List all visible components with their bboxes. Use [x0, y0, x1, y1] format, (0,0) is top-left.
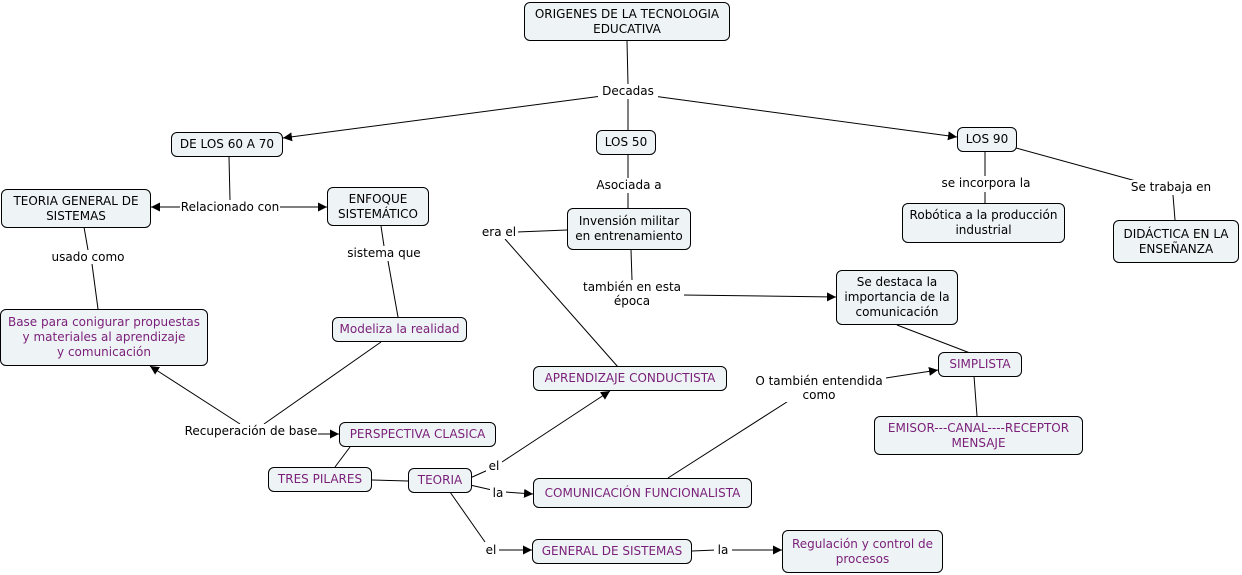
concept-robotica[interactable]: Robótica a la producción industrial — [902, 203, 1065, 243]
concept-se-destaca[interactable]: Se destaca la importancia de la comunica… — [836, 270, 958, 325]
concept-teoria[interactable]: TEORIA — [408, 468, 472, 493]
concept-perspectiva-clasica[interactable]: PERSPECTIVA CLASICA — [339, 422, 496, 447]
concept-de-los-60-a-70[interactable]: DE LOS 60 A 70 — [171, 132, 283, 157]
concept-enfoque-sistematico[interactable]: ENFOQUE SISTEMÁTICO — [327, 187, 429, 226]
link-sistema-que: sistema que — [344, 246, 424, 260]
concept-aprendizaje-conductista[interactable]: APRENDIZAJE CONDUCTISTA — [533, 366, 727, 391]
link-recuperacion-de-base: Recuperación de base — [184, 424, 318, 438]
concept-emisor-canal-receptor[interactable]: EMISOR---CANAL----RECEPTOR MENSAJE — [874, 416, 1083, 455]
link-asociada-a: Asociada a — [594, 178, 664, 192]
link-o-tambien-entendida: O también entendida como — [752, 374, 886, 402]
link-el-aprendizaje: el — [486, 459, 502, 473]
concept-origenes[interactable]: ORIGENES DE LA TECNOLOGIA EDUCATIVA — [524, 2, 730, 41]
link-usado-como: usado como — [48, 250, 128, 264]
concept-tres-pilares[interactable]: TRES PILARES — [268, 467, 372, 492]
concept-modeliza[interactable]: Modeliza la realidad — [332, 317, 467, 342]
link-decadas: Decadas — [598, 84, 658, 98]
link-la-regulacion: la — [714, 543, 732, 557]
link-se-trabaja-en: Se trabaja en — [1126, 180, 1216, 194]
concept-invension-militar[interactable]: Invensión militar en entrenamiento — [567, 208, 691, 250]
link-era-el: era el — [480, 225, 518, 239]
concept-los-50[interactable]: LOS 50 — [596, 130, 656, 155]
link-tambien-en-esta-epoca: también en esta época — [580, 280, 684, 308]
concept-regulacion[interactable]: Regulación y control de procesos — [782, 530, 943, 573]
link-se-incorpora-la: se incorpora la — [938, 176, 1034, 190]
concept-base-para-configurar[interactable]: Base para conigurar propuestas y materia… — [0, 309, 208, 366]
link-relacionado-con: Relacionado con — [180, 200, 280, 214]
link-la-comunicacion: la — [490, 486, 506, 500]
link-el-general: el — [483, 543, 499, 557]
concept-los-90[interactable]: LOS 90 — [957, 127, 1017, 152]
concept-comunicacion-funcionalista[interactable]: COMUNICACIÓN FUNCIONALISTA — [533, 478, 752, 508]
concept-general-de-sistemas[interactable]: GENERAL DE SISTEMAS — [532, 539, 692, 564]
concept-simplista[interactable]: SIMPLISTA — [938, 352, 1022, 377]
concept-didactica[interactable]: DIDÁCTICA EN LA ENSEÑANZA — [1113, 220, 1239, 263]
concept-teoria-general-sistemas[interactable]: TEORIA GENERAL DE SISTEMAS — [1, 189, 151, 228]
